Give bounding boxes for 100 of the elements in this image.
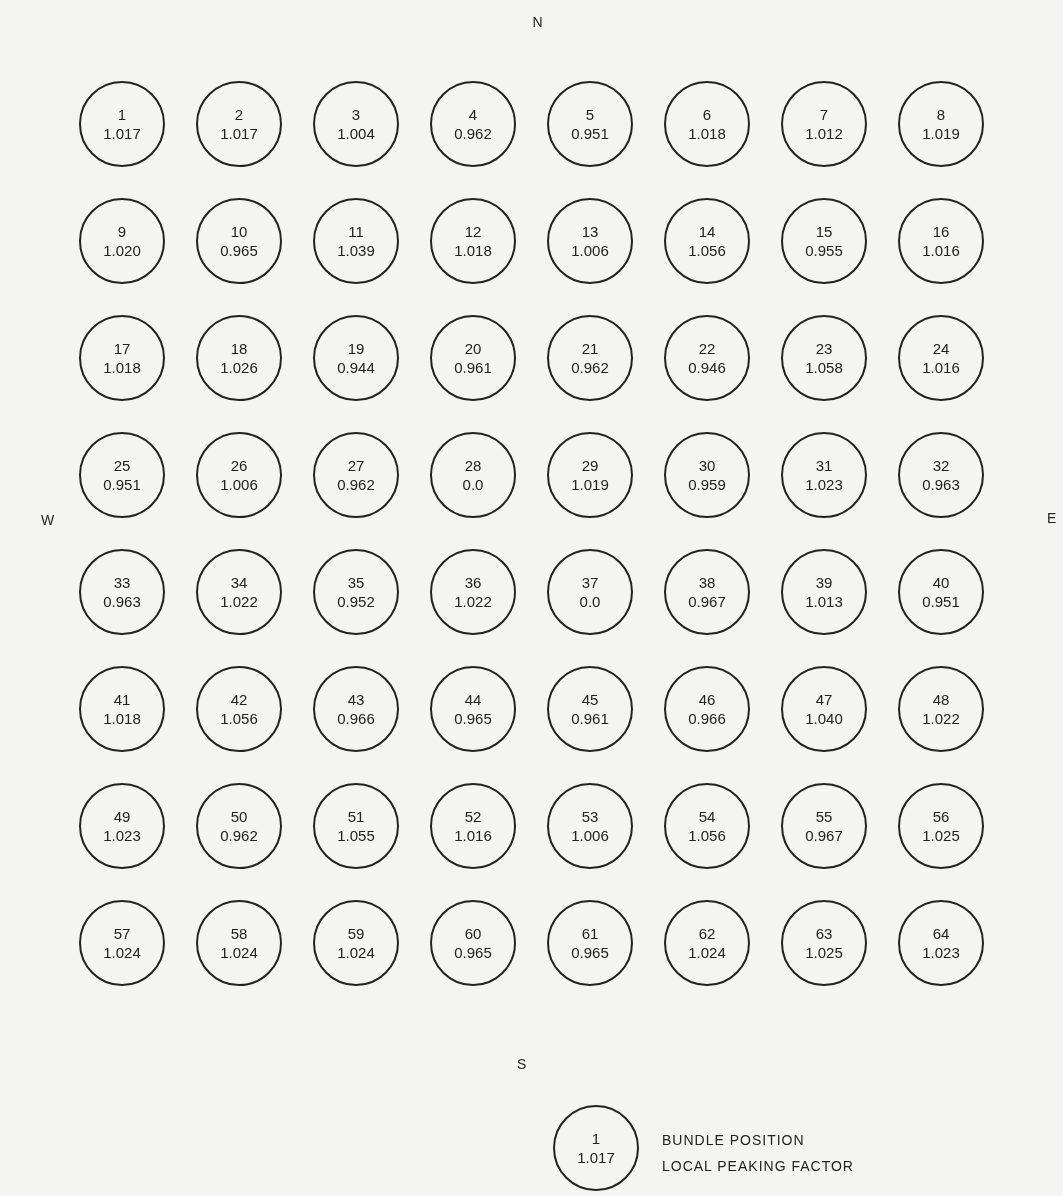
position-circle: [196, 81, 282, 167]
position-circle: [313, 432, 399, 518]
position-number: 30: [698, 456, 716, 475]
peaking-factor: 1.023: [922, 943, 960, 962]
compass-label: S: [517, 1056, 528, 1072]
position-circle: [430, 900, 516, 986]
peaking-factor: 1.019: [571, 475, 609, 494]
peaking-factor: 1.006: [220, 475, 258, 494]
position-circle: [79, 81, 165, 167]
position-circle: [664, 198, 750, 284]
position-circle: [781, 198, 867, 284]
peaking-factor: 1.058: [805, 358, 843, 377]
position-number: 24: [932, 339, 950, 358]
peaking-factor: 1.024: [688, 943, 726, 962]
peaking-factor: 0.962: [571, 358, 609, 377]
position-number: 11: [348, 222, 364, 241]
position-circle: [430, 666, 516, 752]
peaking-factor: 1.024: [103, 943, 141, 962]
position-number: 37: [581, 573, 599, 592]
position-circle: [196, 315, 282, 401]
peaking-factor: 1.004: [337, 124, 375, 143]
position-circle: [79, 666, 165, 752]
peaking-factor: 1.018: [688, 124, 726, 143]
peaking-factor: 0.965: [454, 709, 492, 728]
peaking-factor: 1.022: [922, 709, 960, 728]
position-number: 27: [347, 456, 365, 475]
position-number: 25: [113, 456, 131, 475]
position-circle: [547, 432, 633, 518]
position-number: 26: [230, 456, 248, 475]
peaking-factor: 0.0: [462, 475, 484, 494]
peaking-factor: 1.012: [805, 124, 843, 143]
position-number: 49: [113, 807, 131, 826]
position-number: 3: [351, 105, 361, 124]
position-circle: [547, 900, 633, 986]
position-number: 52: [464, 807, 482, 826]
position-number: 63: [815, 924, 833, 943]
position-number: 39: [815, 573, 833, 592]
position-number: 64: [932, 924, 950, 943]
position-number: 36: [464, 573, 482, 592]
position-number: 12: [464, 222, 482, 241]
position-number: 41: [113, 690, 131, 709]
peaking-factor: 1.006: [571, 826, 609, 845]
position-number: 18: [230, 339, 248, 358]
peaking-factor: 1.019: [922, 124, 960, 143]
peaking-factor: 1.006: [571, 241, 609, 260]
peaking-factor: 1.017: [577, 1148, 615, 1167]
position-number: 42: [230, 690, 248, 709]
position-number: 22: [698, 339, 716, 358]
position-circle: [547, 783, 633, 869]
position-circle: [79, 783, 165, 869]
position-number: 45: [581, 690, 599, 709]
peaking-factor: 0.967: [688, 592, 726, 611]
position-number: 44: [464, 690, 482, 709]
position-number: 56: [932, 807, 950, 826]
peaking-factor: 0.951: [571, 124, 609, 143]
peaking-factor: 0.951: [922, 592, 960, 611]
peaking-factor: 0.963: [103, 592, 141, 611]
position-circle: [664, 81, 750, 167]
position-number: 46: [698, 690, 716, 709]
peaking-factor: 1.056: [220, 709, 258, 728]
position-number: 55: [815, 807, 833, 826]
position-circle: [898, 666, 984, 752]
peaking-factor: 1.039: [337, 241, 375, 260]
position-circle: [898, 198, 984, 284]
position-circle: [313, 666, 399, 752]
peaking-factor: 0.961: [454, 358, 492, 377]
peaking-factor: 0.966: [688, 709, 726, 728]
position-circle: [430, 81, 516, 167]
position-number: 13: [581, 222, 599, 241]
position-number: 40: [932, 573, 950, 592]
peaking-factor: 1.017: [220, 124, 258, 143]
position-circle: [430, 198, 516, 284]
peaking-factor: 1.016: [922, 358, 960, 377]
peaking-factor: 1.040: [805, 709, 843, 728]
position-circle: [79, 432, 165, 518]
position-circle: [430, 315, 516, 401]
peaking-factor: 0.962: [220, 826, 258, 845]
position-circle: [781, 783, 867, 869]
position-circle: [79, 315, 165, 401]
peaking-factor: 1.018: [454, 241, 492, 260]
position-circle: [781, 81, 867, 167]
position-circle: [313, 783, 399, 869]
peaking-factor: 0.962: [337, 475, 375, 494]
position-circle: [781, 900, 867, 986]
peaking-factor: 1.023: [103, 826, 141, 845]
position-circle: [547, 315, 633, 401]
position-circle: [196, 666, 282, 752]
position-circle: [898, 549, 984, 635]
peaking-factor: 1.056: [688, 826, 726, 845]
compass-label: N: [532, 14, 544, 30]
peaking-factor: 0.952: [337, 592, 375, 611]
position-circle: [313, 81, 399, 167]
position-number: 7: [819, 105, 829, 124]
compass-label: W: [41, 512, 56, 528]
peaking-factor: 1.056: [688, 241, 726, 260]
position-circle: [313, 900, 399, 986]
position-circle: [196, 198, 282, 284]
peaking-factor: 1.023: [805, 475, 843, 494]
peaking-factor: 0.955: [805, 241, 843, 260]
legend-text: BUNDLE POSITION: [662, 1132, 805, 1148]
